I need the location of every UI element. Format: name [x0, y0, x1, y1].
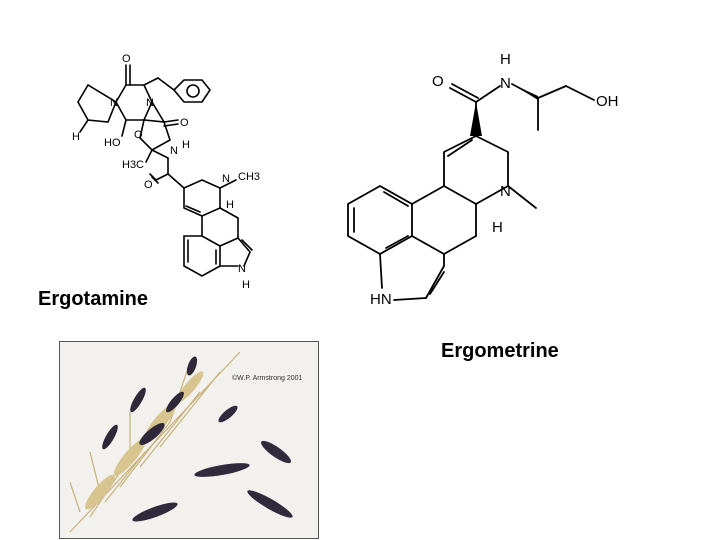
ergotamine-atom-h-junction: H [226, 199, 234, 211]
ergot-photo-drawing: ©W.P. Armstrong 2001 [69, 351, 303, 533]
ergot-photo: ©W.P. Armstrong 2001 [59, 341, 319, 539]
ergometrine-atom-n-top: N [500, 75, 511, 92]
ergotamine-structure: O N N H HO O O N H H3C O N CH3 H N H [72, 53, 260, 291]
ergotamine-atom-o-amide: O [144, 179, 153, 191]
ergotamine-atom-ho: HO [104, 137, 121, 149]
ergometrine-atom-h-junction: H [492, 219, 503, 236]
ergotamine-atom-n-indole: N [238, 263, 246, 275]
ergotamine-atom-h-left: H [72, 131, 80, 143]
ergotamine-atom-n-ring: N [110, 97, 118, 109]
ergotamine-atom-o-right: O [180, 117, 189, 129]
ergotamine-atom-h-amide: H [182, 139, 190, 151]
ergotamine-atom-o-ring: O [134, 129, 143, 141]
photo-copyright: ©W.P. Armstrong 2001 [232, 374, 303, 382]
ergometrine-structure: O H N OH N H HN [347, 51, 619, 308]
ergotamine-atom-ch3: CH3 [238, 171, 260, 183]
ergotamine-label: Ergotamine [38, 288, 149, 310]
ergometrine-atom-n-ring: N [500, 183, 511, 200]
ergotamine-atom-n-methyl: N [222, 173, 230, 185]
ergotamine-atom-h-indole: H [242, 279, 250, 291]
ergometrine-atom-o: O [432, 73, 444, 90]
ergometrine-atom-hn: HN [370, 291, 392, 308]
ergometrine-atom-h-top: H [500, 51, 511, 68]
ergotamine-atom-n-ring2: N [146, 97, 154, 109]
ergometrine-atom-oh: OH [596, 93, 619, 110]
ergometrine-label: Ergometrine [441, 340, 559, 362]
ergotamine-atom-n-amide: N [170, 145, 178, 157]
ergotamine-atom-h3c: H3C [122, 159, 144, 171]
ergotamine-atom-o-top: O [122, 53, 131, 65]
